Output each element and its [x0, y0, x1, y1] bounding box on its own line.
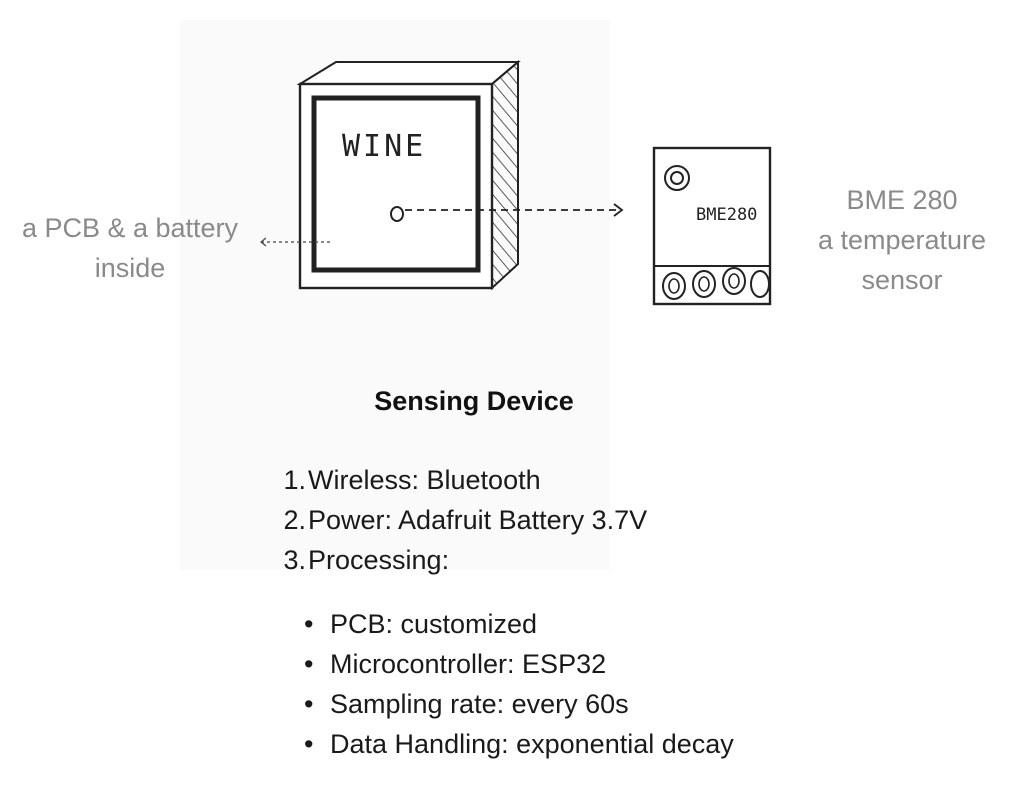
list-item: 2. Power: Adafruit Battery 3.7V — [270, 500, 647, 540]
list-item-text: PCB: customized — [330, 609, 538, 639]
bullet-icon: • — [304, 729, 314, 759]
list-item: • Data Handling: exponential decay — [300, 724, 734, 764]
bullet-icon: • — [304, 689, 314, 719]
list-item: • Microcontroller: ESP32 — [300, 644, 734, 684]
processing-bullet-list: • PCB: customized • Microcontroller: ESP… — [300, 604, 734, 764]
box-label: WINE — [342, 129, 426, 164]
annotation-line: sensor — [861, 265, 943, 295]
list-item-text: Wireless: Bluetooth — [308, 465, 541, 495]
bme280-annotation: BME 280 a temperature sensor — [800, 180, 1004, 300]
arrow-to-sensor-head — [613, 203, 624, 217]
chip-pin-inner — [668, 278, 680, 294]
annotation-line: a PCB & a battery — [21, 213, 239, 243]
spec-numbered-list: 1. Wireless: Bluetooth 2. Power: Adafrui… — [270, 460, 647, 580]
box-top-face — [296, 61, 521, 85]
list-item: 1. Wireless: Bluetooth — [270, 460, 647, 500]
box-front-face — [298, 82, 494, 290]
chip-pin — [722, 267, 746, 295]
section-title: Sensing Device — [374, 386, 574, 416]
list-item-text: Power: Adafruit Battery 3.7V — [308, 505, 648, 535]
sensor-hole — [390, 206, 404, 222]
list-item-text: Data Handling: exponential decay — [330, 729, 734, 759]
list-item-text: Sampling rate: every 60s — [330, 689, 629, 719]
list-number: 2. — [283, 505, 306, 535]
list-number: 3. — [283, 545, 306, 575]
sensor-chip-label: BME280 — [696, 205, 757, 225]
box-side-face — [491, 59, 519, 291]
chip-pin — [692, 270, 716, 298]
chip-pin-inner — [698, 276, 710, 292]
chip-mount-hole-inner — [670, 171, 684, 185]
list-item: • PCB: customized — [300, 604, 734, 644]
bullet-icon: • — [304, 609, 314, 639]
annotation-line: a temperature — [817, 225, 987, 255]
annotation-line: BME 280 — [846, 185, 958, 215]
box-inner-window — [311, 95, 481, 273]
annotation-line: inside — [94, 253, 166, 283]
list-number: 1. — [283, 465, 306, 495]
pcb-battery-annotation: a PCB & a battery inside — [6, 208, 254, 288]
chip-mount-hole-outer — [664, 165, 690, 191]
chip-pins — [662, 267, 770, 300]
chip-pin — [750, 270, 770, 298]
list-item-text: Microcontroller: ESP32 — [330, 649, 607, 679]
list-item-text: Processing: — [308, 545, 450, 575]
list-item: • Sampling rate: every 60s — [300, 684, 734, 724]
list-item: 3. Processing: — [270, 540, 647, 580]
arrow-to-pcb-label-head — [260, 237, 267, 247]
chip-pin — [662, 272, 686, 300]
sensor-chip — [652, 146, 772, 306]
bullet-icon: • — [304, 649, 314, 679]
chip-pin-inner — [728, 273, 740, 289]
